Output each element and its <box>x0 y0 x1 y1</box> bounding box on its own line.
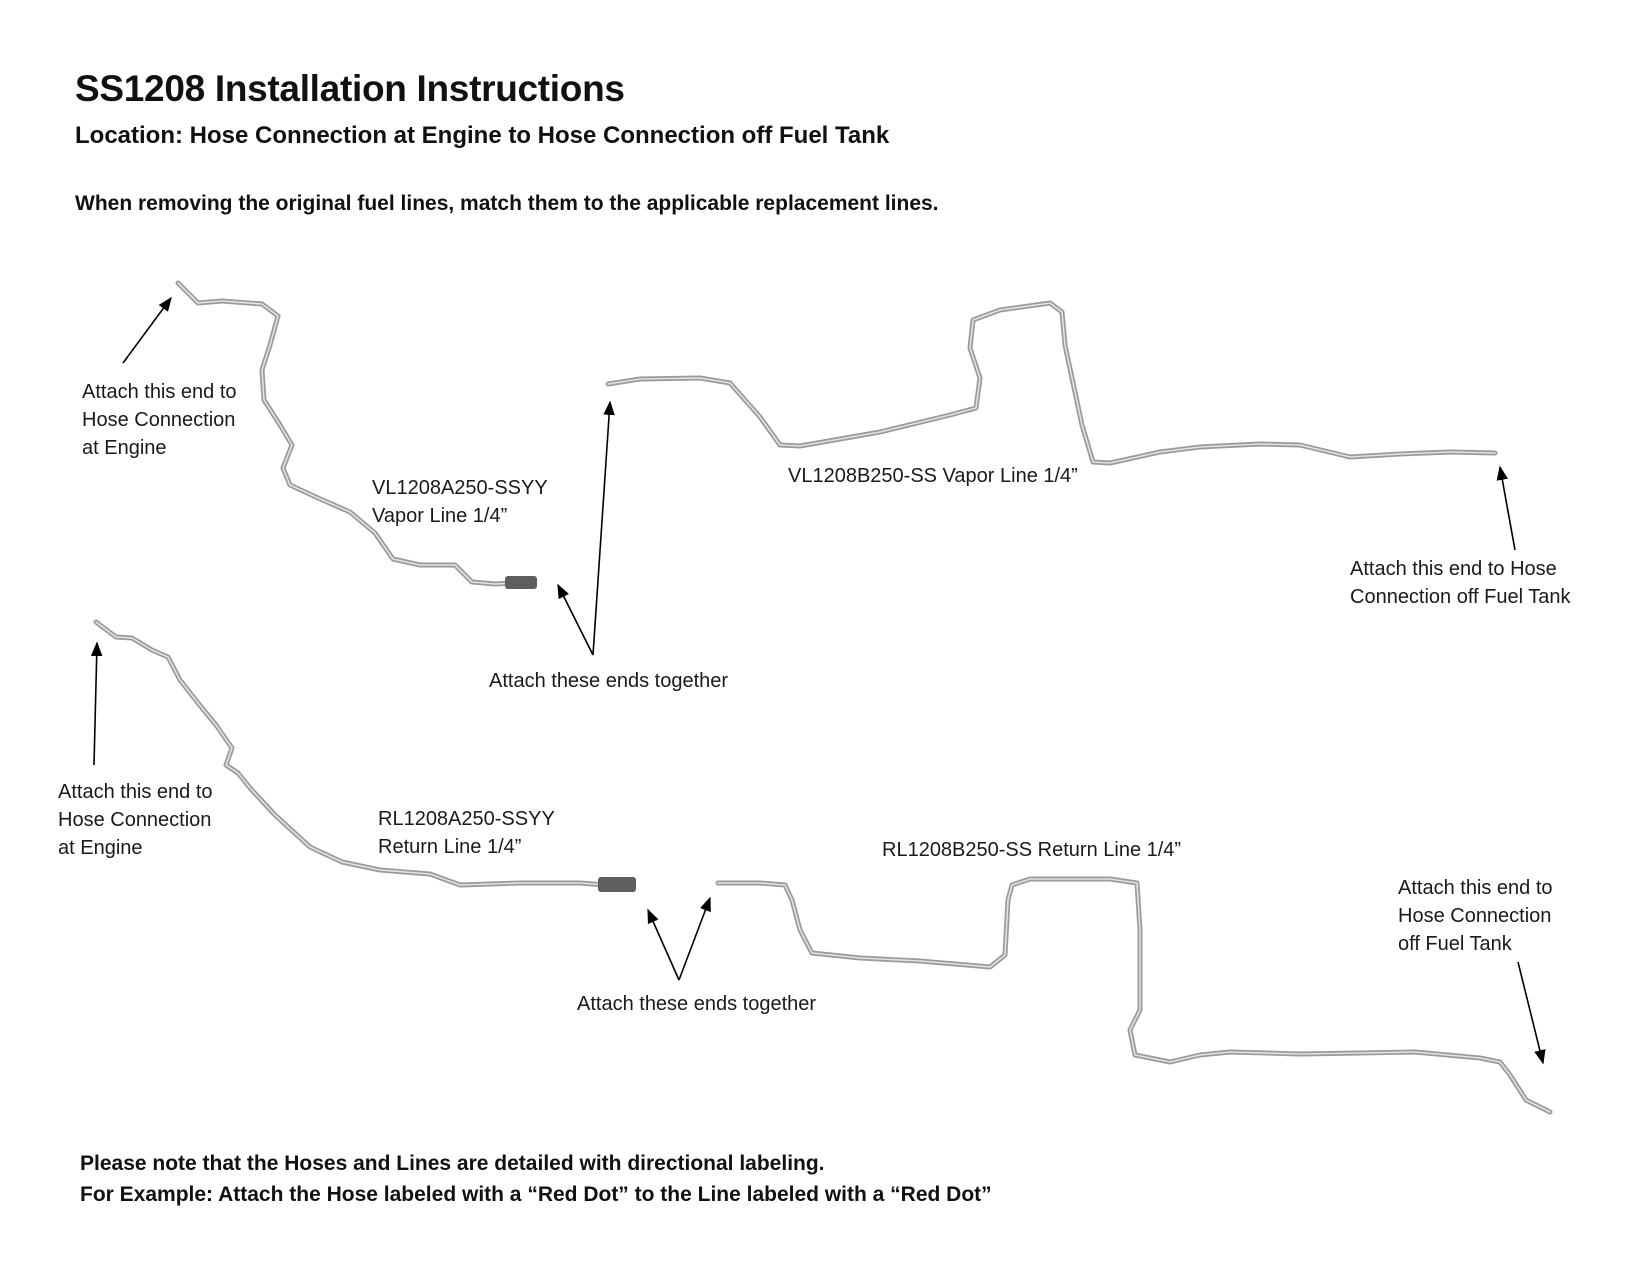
vapor-line-a <box>175 280 537 589</box>
note-directional-labeling: Please note that the Hoses and Lines are… <box>80 1152 825 1175</box>
page-title: SS1208 Installation Instructions <box>75 68 625 109</box>
vapor-tank-end-arrow <box>1496 465 1516 551</box>
vapor-b-part-label: VL1208B250-SS Vapor Line 1/4” <box>788 465 1078 487</box>
vapor-join-label: Attach these ends together <box>489 670 729 692</box>
return-line-b <box>715 876 1553 1115</box>
return-a-part-label: RL1208A250-SSYY Return Line 1/4” <box>378 808 555 858</box>
return-line-a <box>93 619 636 892</box>
location-subtitle: Location: Hose Connection at Engine to H… <box>75 122 890 149</box>
vapor-engine-end-label: Attach this end to Hose Connection at En… <box>82 381 237 459</box>
return-join-arrow-left <box>647 908 680 981</box>
return-b-part-label: RL1208B250-SS Return Line 1/4” <box>882 839 1182 861</box>
return-a-hose-fitting <box>598 877 636 892</box>
instruction-text: When removing the original fuel lines, m… <box>75 192 939 215</box>
vapor-engine-end-arrow <box>122 296 172 364</box>
return-join-arrow-right <box>678 896 711 981</box>
vapor-join-arrow-right <box>592 400 615 656</box>
vapor-a-hose-fitting <box>505 576 537 589</box>
vapor-join-arrow-left <box>557 583 594 656</box>
vapor-line-b <box>605 300 1498 466</box>
return-engine-end-label: Attach this end to Hose Connection at En… <box>58 781 213 859</box>
vapor-a-part-label: VL1208A250-SSYY Vapor Line 1/4” <box>372 477 548 527</box>
vapor-tank-end-label: Attach this end to Hose Connection off F… <box>1350 558 1571 608</box>
note-red-dot-example: For Example: Attach the Hose labeled wit… <box>80 1183 992 1206</box>
return-tank-end-label: Attach this end to Hose Connection off F… <box>1398 877 1553 955</box>
return-join-label: Attach these ends together <box>577 993 817 1015</box>
return-engine-end-arrow <box>90 641 103 766</box>
return-tank-end-arrow <box>1517 961 1546 1065</box>
